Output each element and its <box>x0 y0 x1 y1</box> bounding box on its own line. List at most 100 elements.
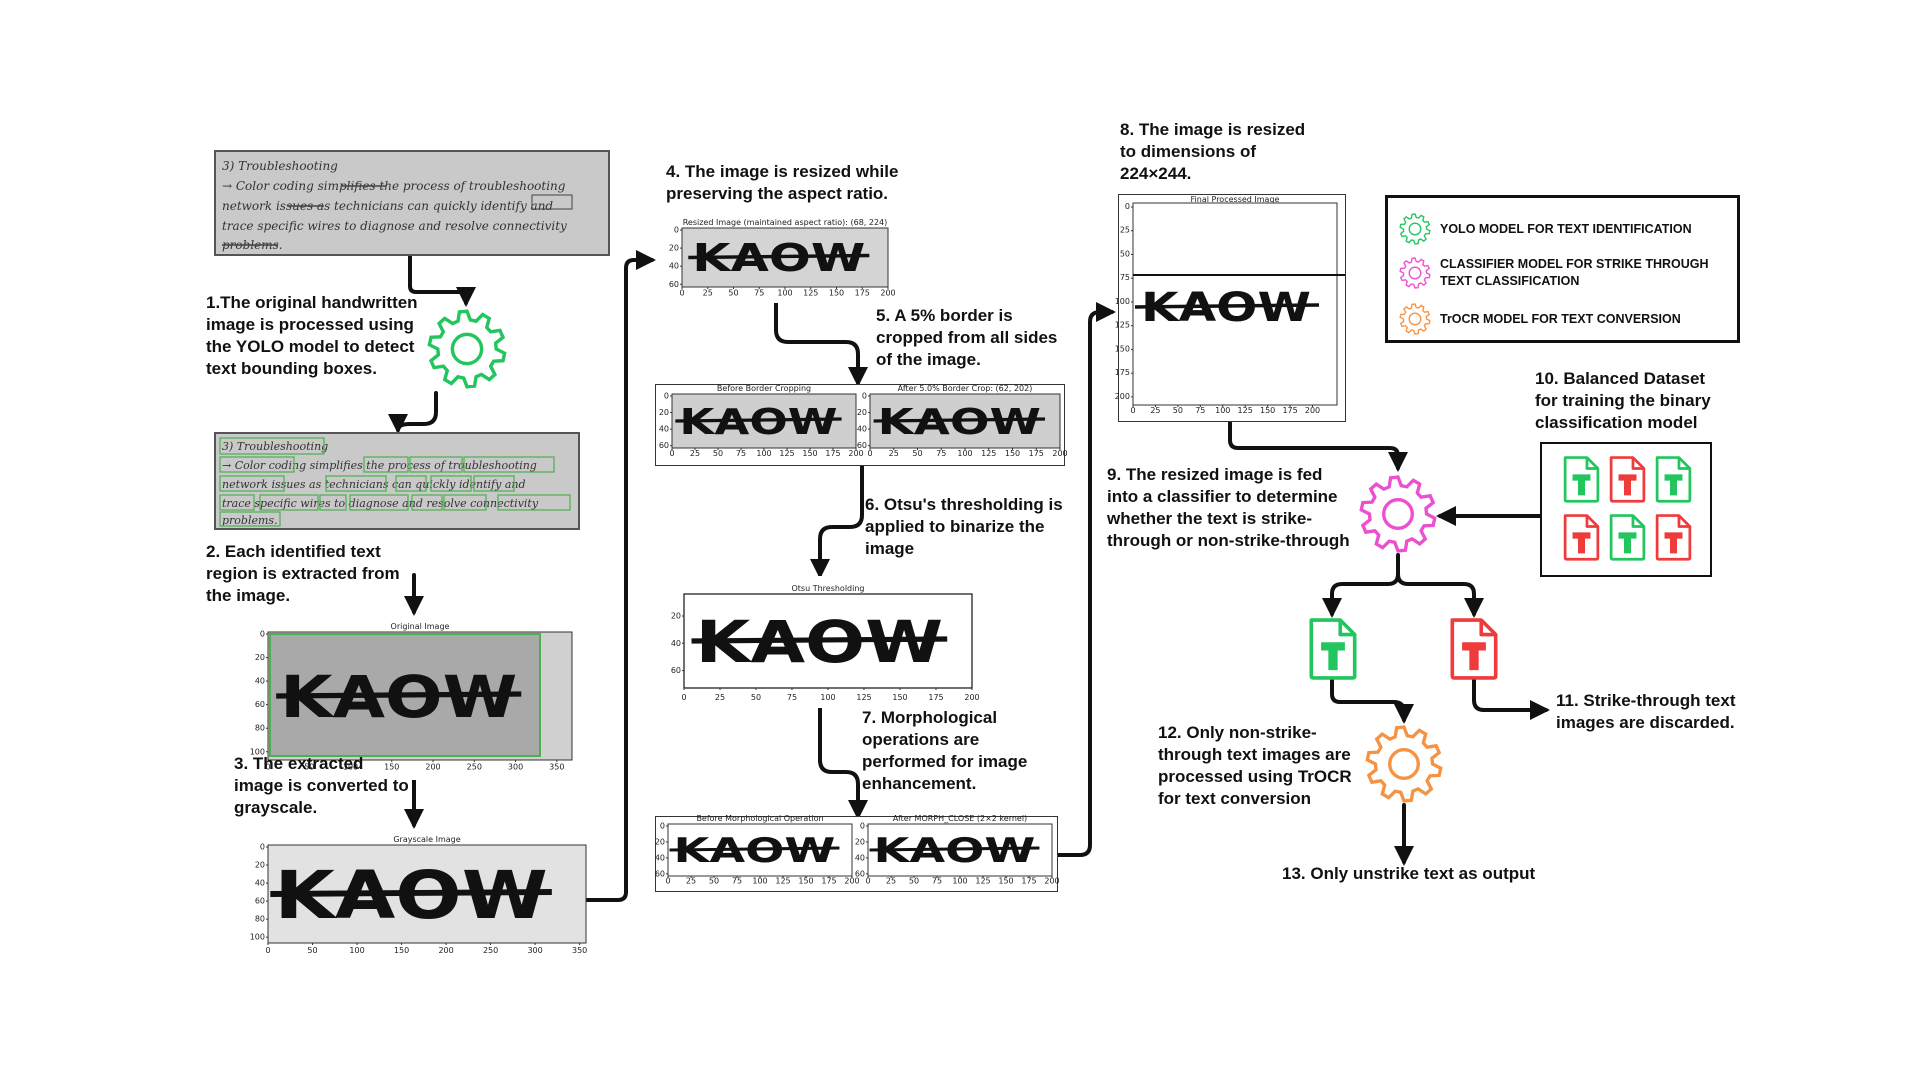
x-tick-label: 150 <box>829 289 844 298</box>
arrow-classifier-to-strike <box>1396 572 1484 618</box>
x-tick-label: 0 <box>265 946 270 955</box>
x-tick-label: 200 <box>1052 449 1067 458</box>
arrow-yolo-to-detected <box>388 391 438 434</box>
y-tick-label: 0 <box>660 822 665 831</box>
legend: YOLO MODEL FOR TEXT IDENTIFICATION CLASS… <box>1385 195 1740 343</box>
x-tick-label: 0 <box>679 289 684 298</box>
strike-line <box>270 889 552 897</box>
x-tick-label: 100 <box>1215 406 1230 415</box>
panel-title: After MORPH_CLOSE (2×2 kernel) <box>893 814 1027 823</box>
y-tick-label: 60 <box>855 869 865 878</box>
panel-title: After 5.0% Border Crop: (62, 202) <box>898 384 1033 393</box>
doc-line: 3) Troubleshooting <box>222 440 328 453</box>
x-tick-label: 125 <box>856 693 871 702</box>
step-12-caption: 12. Only non-strike-through text images … <box>1158 723 1352 808</box>
panel-title: Otsu Thresholding <box>791 584 864 593</box>
x-tick-label: 200 <box>880 289 895 298</box>
x-tick-label: 75 <box>732 877 742 886</box>
x-tick-label: 75 <box>932 877 942 886</box>
y-tick-label: 40 <box>857 425 867 434</box>
handwritten-word: KAOW <box>874 831 1036 871</box>
x-tick-label: 200 <box>425 763 440 772</box>
step-10-caption: 10. Balanced Dataset for training the bi… <box>1535 369 1711 432</box>
legend-label: TrOCR MODEL FOR TEXT CONVERSION <box>1440 311 1681 326</box>
red-file-icon <box>1609 456 1646 503</box>
panel-title: Final Processed Image <box>1191 195 1280 204</box>
x-tick-label: 100 <box>343 763 358 772</box>
y-tick-label: 75 <box>1120 273 1130 282</box>
resized-image-panel: Resized Image (maintained aspect ratio):… <box>664 218 896 303</box>
yolo-gear-icon <box>427 309 507 389</box>
doc-line: network issues as technicians can quickl… <box>222 199 553 213</box>
x-tick-label: 250 <box>467 763 482 772</box>
gear-icon <box>1399 213 1431 245</box>
y-tick-label: 25 <box>1120 226 1130 235</box>
arrow-morph-to-final <box>1056 302 1116 857</box>
x-tick-label: 175 <box>1021 877 1036 886</box>
step-11-caption: 11. Strike-through text images are disca… <box>1556 691 1736 732</box>
x-tick-label: 0 <box>669 449 674 458</box>
green-file-icon <box>1563 456 1600 503</box>
strike-line <box>869 846 1040 852</box>
doc-line: trace specific wires to diagnose and res… <box>222 497 539 510</box>
y-tick-label: 20 <box>857 408 867 417</box>
panel-title: Before Morphological Operation <box>696 814 823 823</box>
step-1-caption: 1.The original handwritten image is proc… <box>206 293 418 378</box>
strike-line <box>1134 303 1320 309</box>
y-tick-label: 20 <box>655 837 665 846</box>
step-9-caption: 9. The resized image is fed into a class… <box>1107 465 1350 550</box>
y-tick-label: 0 <box>664 392 669 401</box>
red-file-icon <box>1563 514 1600 561</box>
x-tick-label: 100 <box>777 289 792 298</box>
y-tick-label: 0 <box>862 392 867 401</box>
x-tick-label: 125 <box>779 449 794 458</box>
panel-title: Original Image <box>391 622 450 631</box>
strike-line <box>276 691 522 699</box>
x-tick-label: 50 <box>709 877 719 886</box>
doc-line: problems. <box>222 514 278 527</box>
balanced-dataset-box <box>1540 442 1712 577</box>
doc-line: → Color coding simplifies the process of… <box>222 179 566 193</box>
y-tick-label: 20 <box>669 244 679 253</box>
step-13-caption: 13. Only unstrike text as output <box>1282 864 1536 883</box>
legend-item-trocr: TrOCR MODEL FOR TEXT CONVERSION <box>1398 302 1681 336</box>
x-tick-label: 75 <box>787 693 797 702</box>
arrow-doc-to-yolo <box>408 254 476 307</box>
arrow-nonstrike-to-trocr <box>1330 678 1414 724</box>
x-tick-label: 0 <box>1130 406 1135 415</box>
x-tick-label: 75 <box>736 449 746 458</box>
y-tick-label: 200 <box>1115 392 1130 401</box>
step-5-caption: 5. A 5% border is cropped from all sides… <box>876 306 1058 369</box>
x-tick-label: 175 <box>825 449 840 458</box>
trocr-gear-icon <box>1365 725 1443 803</box>
detected-text-boxes-image: 3) Troubleshooting → Color coding simpli… <box>214 432 580 530</box>
y-tick-label: 40 <box>671 639 681 648</box>
y-tick-label: 40 <box>255 879 265 888</box>
y-tick-label: 0 <box>860 822 865 831</box>
x-tick-label: 50 <box>728 289 738 298</box>
y-tick-label: 20 <box>255 653 265 662</box>
y-tick-label: 20 <box>671 612 681 621</box>
y-tick-label: 0 <box>260 843 265 852</box>
x-tick-label: 100 <box>820 693 835 702</box>
arrow-classifier-split <box>1322 553 1400 618</box>
x-tick-label: 150 <box>802 449 817 458</box>
x-tick-label: 175 <box>855 289 870 298</box>
x-tick-label: 50 <box>1173 406 1183 415</box>
x-tick-label: 200 <box>964 693 979 702</box>
x-tick-label: 125 <box>775 877 790 886</box>
y-tick-label: 20 <box>659 408 669 417</box>
y-tick-label: 50 <box>1120 249 1130 258</box>
y-tick-label: 60 <box>857 441 867 450</box>
y-tick-label: 40 <box>655 853 665 862</box>
y-tick-label: 60 <box>255 700 265 709</box>
y-tick-label: 20 <box>855 837 865 846</box>
green-file-icon <box>1609 514 1646 561</box>
legend-item-yolo: YOLO MODEL FOR TEXT IDENTIFICATION <box>1398 212 1692 246</box>
strike-line <box>688 253 870 260</box>
x-tick-label: 175 <box>928 693 943 702</box>
x-tick-label: 25 <box>889 449 899 458</box>
